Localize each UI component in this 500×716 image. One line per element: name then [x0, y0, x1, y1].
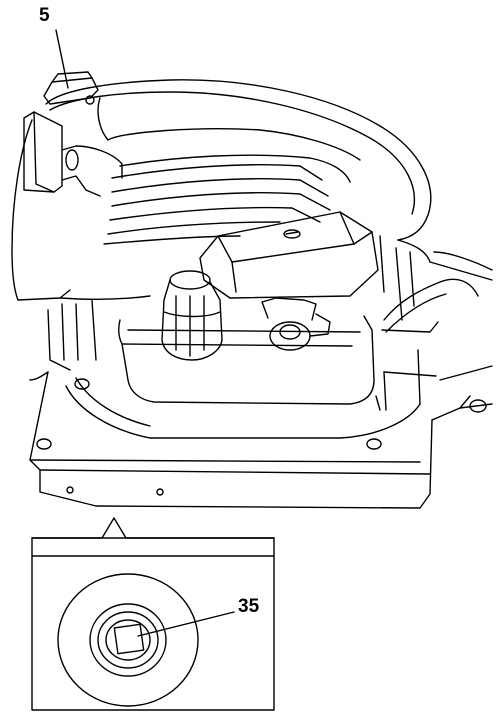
base-plate — [30, 366, 492, 508]
callout-label-5: 5 — [39, 5, 50, 26]
engine-shroud — [12, 80, 431, 300]
crankcase — [48, 300, 420, 438]
spark-plug — [262, 298, 330, 350]
valve-cover — [200, 212, 378, 298]
detail-connector — [32, 518, 274, 538]
top-cap — [44, 72, 98, 104]
oil-fill-knob — [162, 271, 222, 360]
leader-line-35 — [138, 612, 234, 636]
right-tube — [380, 236, 492, 332]
detail-view — [32, 538, 274, 710]
side-handle — [24, 112, 122, 196]
leader-line-5 — [56, 30, 68, 88]
callout-label-35: 35 — [238, 596, 260, 617]
